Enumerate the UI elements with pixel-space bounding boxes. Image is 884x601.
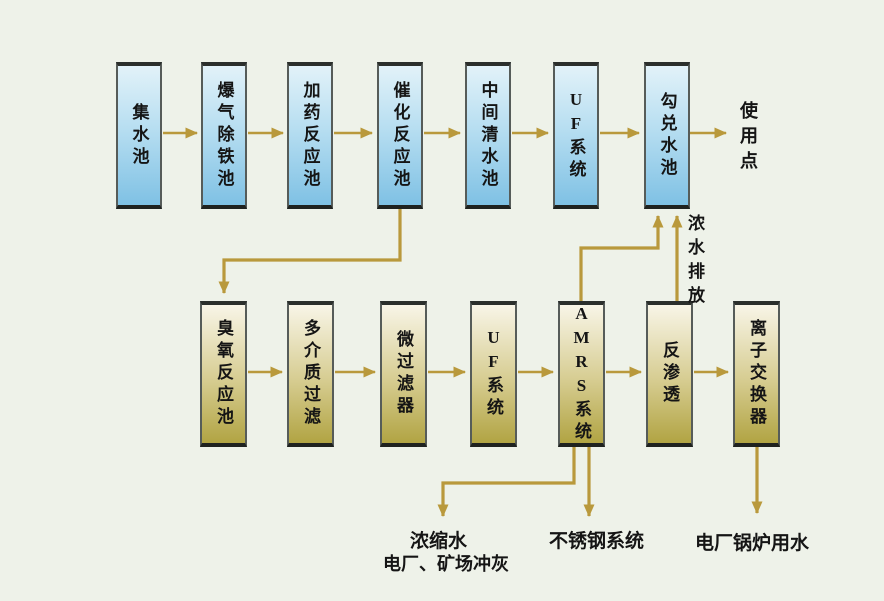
arrow-amrs-to-blending-pool — [579, 215, 664, 301]
node-multi-media-filter: 多介质过滤 — [287, 301, 334, 447]
node-uf-system-2: UF系统 — [470, 301, 517, 447]
node-uf-system-1: UF系统 — [553, 62, 599, 209]
stainless-steel-system-label: 不锈钢系统 — [549, 531, 645, 552]
node-blending-pool: 勾兑水池 — [644, 62, 690, 209]
node-catalytic-reaction-pool: 催化反应池 — [377, 62, 423, 209]
node-label: 臭氧反应池 — [214, 319, 233, 429]
use-point-label: 使用点 — [738, 101, 758, 176]
node-collection-pool: 集水池 — [116, 62, 162, 209]
node-ion-exchanger: 离子交换器 — [733, 301, 780, 447]
node-label: 加药反应池 — [300, 80, 320, 191]
node-label: 反渗透 — [660, 341, 679, 407]
node-label: 爆气除铁池 — [214, 80, 234, 191]
node-label: AMRS系统 — [572, 304, 591, 444]
node-label: 催化反应池 — [390, 80, 410, 191]
node-dosing-reaction-pool: 加药反应池 — [287, 62, 333, 209]
power-plant-boiler-water-label: 电厂锅炉用水 — [695, 533, 810, 554]
concentrate-discharge-label: 浓水排放 — [685, 214, 704, 310]
node-label: UF系统 — [566, 89, 586, 182]
node-label: 勾兑水池 — [657, 91, 677, 180]
node-amrs-system: AMRS系统 — [558, 301, 605, 447]
node-label: UF系统 — [484, 328, 503, 420]
node-micro-filter: 微过滤器 — [380, 301, 427, 447]
arrow-catalytic-to-ozone — [218, 209, 402, 294]
node-label: 微过滤器 — [394, 330, 413, 418]
node-intermediate-clear-water-pool: 中间清水池 — [465, 62, 511, 209]
node-label: 离子交换器 — [747, 319, 766, 429]
node-label: 中间清水池 — [478, 80, 498, 191]
node-label: 多介质过滤 — [301, 319, 320, 429]
concentrated-water-label: 浓缩水 — [410, 531, 468, 552]
power-plant-mine-ash-label: 电厂、矿场冲灰 — [383, 554, 509, 574]
node-label: 集水池 — [129, 102, 149, 169]
node-reverse-osmosis: 反渗透 — [646, 301, 693, 447]
arrow-amrs-to-concentrated-water — [437, 447, 576, 517]
node-ozone-reaction-pool: 臭氧反应池 — [200, 301, 247, 447]
node-aeration-iron-removal-pool: 爆气除铁池 — [201, 62, 247, 209]
